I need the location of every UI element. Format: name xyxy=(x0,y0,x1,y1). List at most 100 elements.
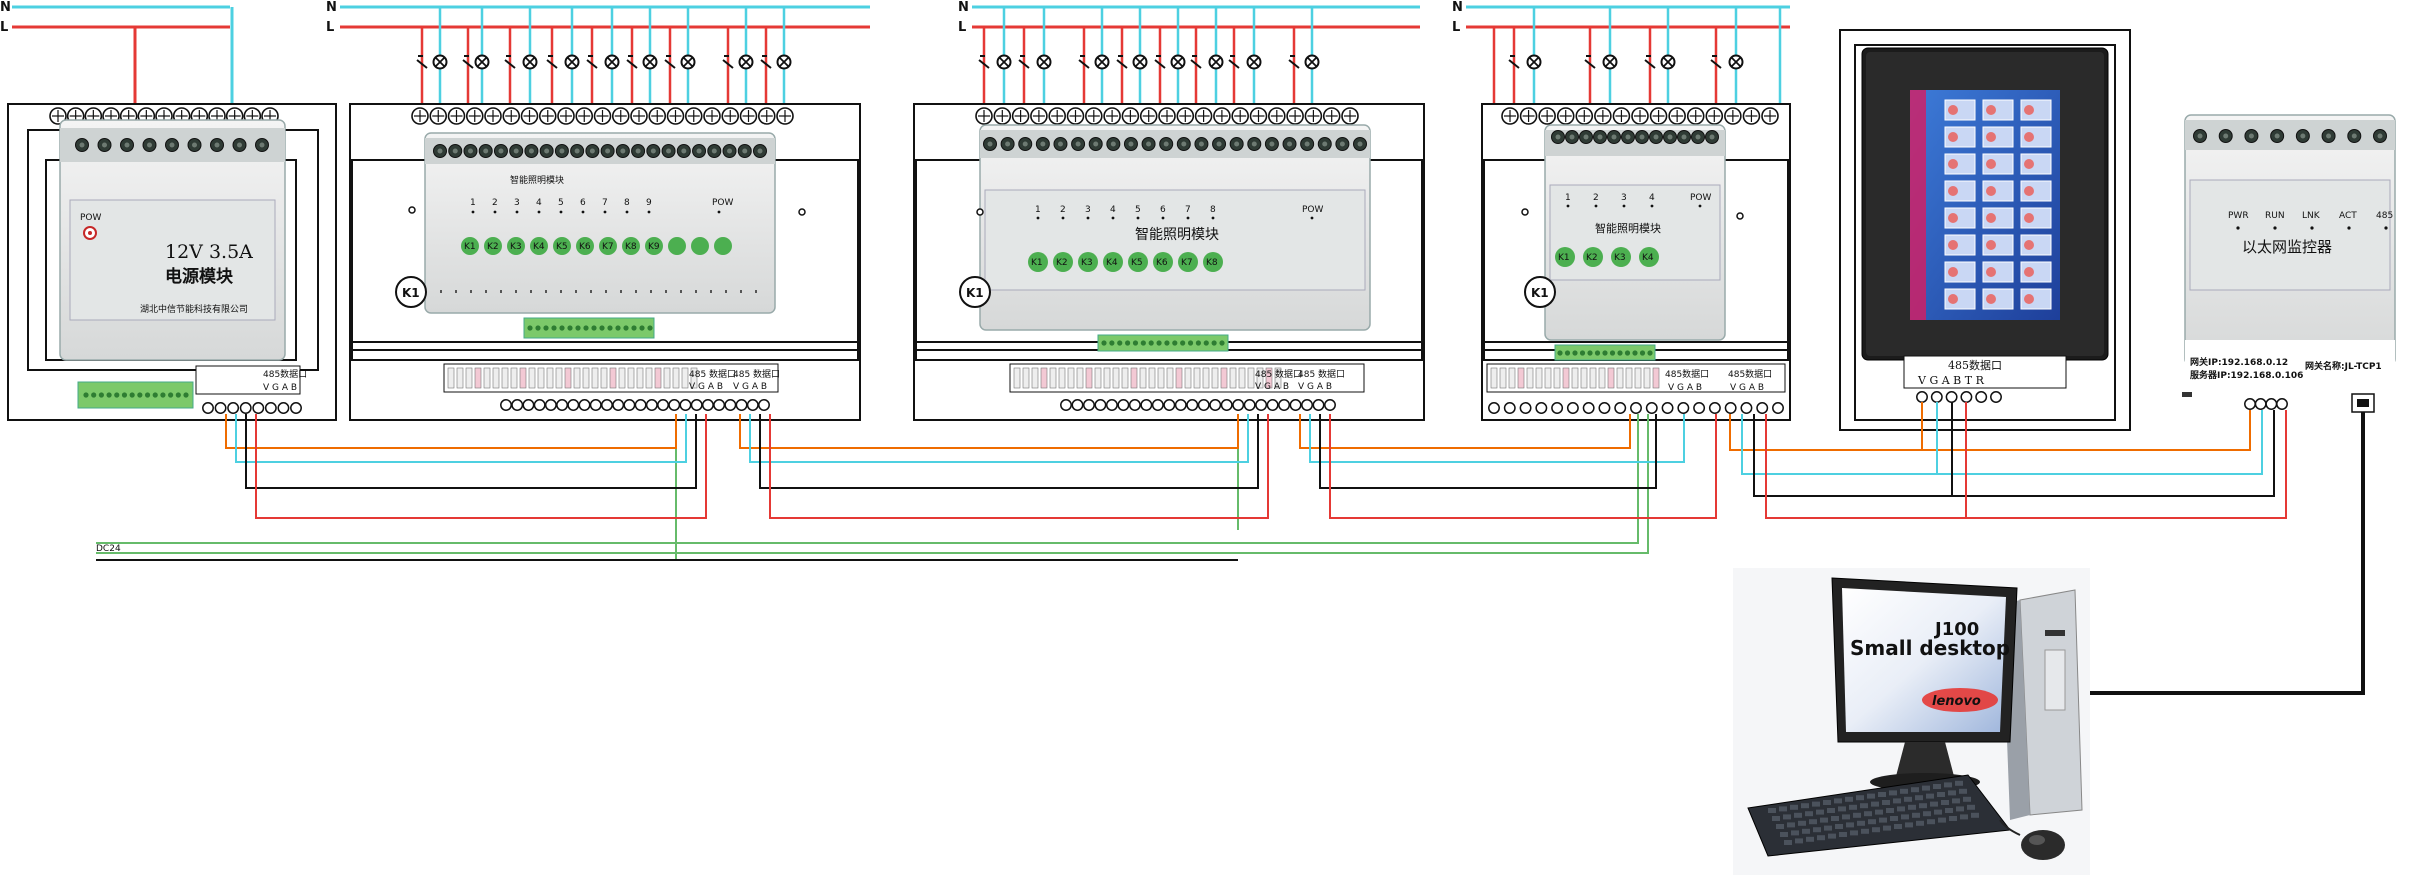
key xyxy=(1868,819,1876,825)
key xyxy=(1768,808,1776,813)
module-b-port1-label: 485 数据口 xyxy=(1255,368,1302,380)
channel-led xyxy=(1036,216,1040,220)
bottom-terminal xyxy=(239,402,252,414)
vent-slot xyxy=(590,290,592,293)
key xyxy=(1842,814,1850,820)
indicator-label: PWR xyxy=(2228,211,2249,221)
panel-tile xyxy=(1982,180,2014,202)
key xyxy=(1955,780,1963,786)
port-cell xyxy=(672,367,680,389)
port-cell xyxy=(591,367,599,389)
port-cell xyxy=(1094,367,1102,389)
green-terminal-screw xyxy=(1594,350,1601,356)
rs485-g-3 xyxy=(1319,414,1657,489)
load-branches-module-a xyxy=(416,7,792,107)
panel-tile xyxy=(1982,153,2014,175)
module-a-port2-pins: V G A B xyxy=(733,382,767,392)
port-cell xyxy=(474,367,482,389)
key xyxy=(1934,809,1942,815)
touch-panel: 485数据口 V G A B T R xyxy=(1839,29,2131,431)
key xyxy=(1938,817,1946,823)
dc24-label: DC24 xyxy=(96,544,121,554)
port-cell xyxy=(573,367,581,389)
key xyxy=(1926,793,1934,799)
channel-led xyxy=(1211,216,1215,220)
module-b-top-terminal-row xyxy=(975,107,1359,125)
key xyxy=(1971,812,1979,818)
module-b-k1-label: K1 xyxy=(966,286,984,300)
bottom-terminal xyxy=(1488,402,1500,414)
psu-port-label: 485数据口 xyxy=(263,368,307,380)
panel-tile xyxy=(2020,99,2052,121)
bottom-terminal xyxy=(758,399,770,411)
panel-tile xyxy=(1982,126,2014,148)
panel-tile xyxy=(2020,207,2052,229)
channel-label: 5 xyxy=(558,198,564,208)
key xyxy=(1772,816,1780,821)
bus-l-label-4: L xyxy=(1452,20,1460,35)
computer-screen-line1: J100 xyxy=(1933,619,1979,640)
green-terminal-screw xyxy=(1609,350,1616,356)
key xyxy=(1967,804,1975,810)
green-terminal-screw xyxy=(144,392,151,398)
port-cell xyxy=(1274,367,1282,389)
bottom-terminal xyxy=(1661,402,1674,414)
key-led xyxy=(1178,252,1198,272)
rs485-b-3 xyxy=(1329,414,1717,519)
module-c-screw-row xyxy=(1551,130,1719,144)
key xyxy=(1783,814,1791,820)
bottom-terminal xyxy=(1140,399,1153,411)
key-led xyxy=(553,237,571,255)
module-c-pow-label: POW xyxy=(1690,193,1712,203)
module-c-port1-label: 485数据口 xyxy=(1665,368,1709,380)
key-label: K8 xyxy=(625,242,637,252)
bottom-terminal xyxy=(500,399,512,411)
channel-label: 2 xyxy=(1060,205,1066,215)
green-terminal-screw xyxy=(83,392,89,398)
key xyxy=(1882,800,1890,805)
port-cell xyxy=(1643,367,1651,389)
key-led xyxy=(1639,247,1659,267)
key xyxy=(1930,801,1938,807)
vent-slot xyxy=(740,290,742,293)
bottom-terminal xyxy=(589,399,602,411)
module-b-port1-pins: V G A B xyxy=(1255,382,1289,392)
green-terminal-screw xyxy=(551,325,557,331)
green-terminal-screw xyxy=(114,392,120,398)
bottom-terminal xyxy=(701,399,714,411)
bottom-terminal xyxy=(1930,391,1943,403)
bottom-terminal xyxy=(1197,399,1210,411)
port-cell xyxy=(1112,367,1120,389)
key xyxy=(1861,828,1869,834)
panel-tile xyxy=(1944,234,1976,256)
bottom-terminal xyxy=(1582,402,1595,414)
vent-slot xyxy=(545,290,547,293)
module-b-green-terminal xyxy=(1101,340,1225,346)
key xyxy=(1897,806,1905,812)
bottom-terminal xyxy=(1645,402,1658,414)
computer-screen xyxy=(1842,588,2006,732)
bottom-terminal xyxy=(612,399,625,411)
green-terminal-screw xyxy=(121,392,128,398)
ethernet-cable xyxy=(2072,412,2365,695)
switch-symbol xyxy=(416,59,428,69)
switch-symbol xyxy=(1228,59,1240,69)
key-led xyxy=(461,237,479,255)
port-cell xyxy=(663,367,671,389)
switch-symbol xyxy=(626,59,638,69)
ethernet-monitor-name: 以太网监控器 xyxy=(2242,238,2332,256)
key xyxy=(1871,801,1879,807)
panel-tile xyxy=(1982,234,2014,256)
port-cell xyxy=(1652,367,1660,389)
bottom-terminal xyxy=(252,402,265,414)
channel-led xyxy=(625,210,629,214)
key xyxy=(1952,798,1960,804)
key-label: K2 xyxy=(487,242,499,252)
bottom-terminal xyxy=(1094,399,1107,411)
green-terminal-screw xyxy=(1203,340,1209,346)
key xyxy=(1890,816,1898,821)
channel-label: 2 xyxy=(1593,193,1599,203)
touch-panel-tiles xyxy=(1944,99,2052,310)
key xyxy=(1893,798,1901,804)
green-terminal-screw xyxy=(1624,350,1631,356)
